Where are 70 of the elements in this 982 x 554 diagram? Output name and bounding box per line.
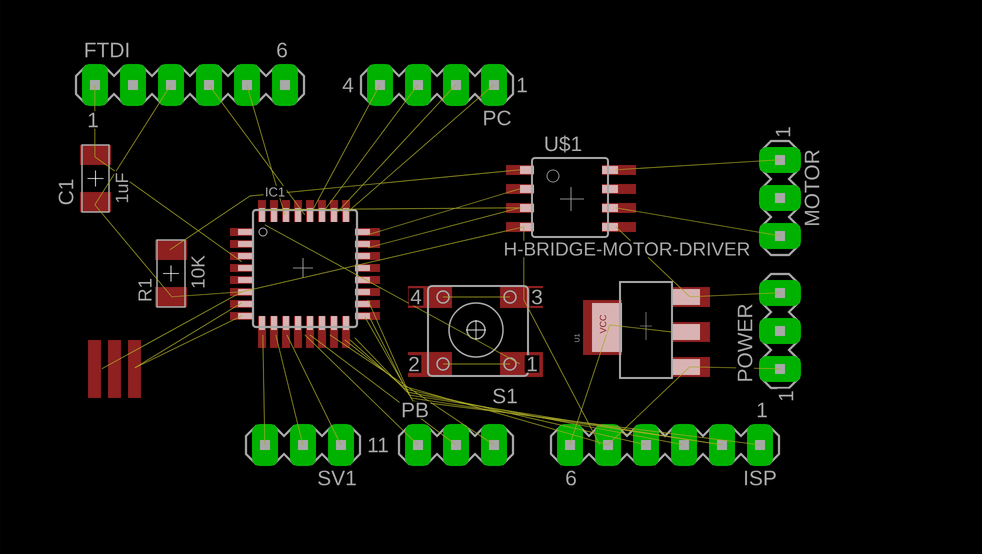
pcb-label: U$1 (542, 134, 584, 154)
airwire (615, 159, 780, 170)
pcb-label: R1 (137, 276, 154, 304)
pin-header-drawing (759, 272, 801, 390)
pcb-label: H-BRIDGE-MOTOR-DRIVER (502, 240, 752, 258)
pcb-label: 1 (754, 401, 770, 419)
pcb-label: SV1 (316, 469, 358, 487)
airwire (171, 291, 242, 298)
pin-header-drawing (74, 64, 306, 106)
airwire (275, 334, 304, 446)
airwire (367, 207, 520, 248)
pcb-label: 1 (774, 124, 792, 140)
pcb-label: 4 (408, 288, 424, 306)
airwire (246, 84, 286, 216)
airwire (208, 84, 306, 216)
airwire (367, 188, 520, 236)
airwire (134, 302, 242, 368)
airwire (101, 291, 242, 370)
pin-header-drawing (550, 424, 780, 466)
airwire (347, 84, 494, 212)
pcb-label: POWER (736, 302, 754, 384)
pcb-label: PB (400, 401, 430, 419)
pcb-label: MOTOR (803, 148, 821, 228)
airwire (304, 334, 418, 446)
airwire (329, 334, 494, 446)
pcb-label: 6 (564, 469, 578, 487)
pcb-label: 6 (274, 41, 290, 59)
pcb-label: 1 (86, 111, 100, 129)
pcb-label: 1 (524, 355, 540, 373)
pcb-label: 1 (514, 76, 530, 94)
resistor-drawing (155, 239, 187, 308)
pcb-label: FTDI (82, 41, 132, 59)
airwire (264, 224, 520, 364)
airwire (134, 315, 242, 368)
pcb-label: PC (480, 109, 514, 127)
airwire (607, 366, 690, 446)
chip-drawing (230, 200, 380, 348)
airwire (523, 299, 600, 446)
pcb-label: 11 (366, 436, 390, 454)
pcb-label: 1uF (114, 171, 130, 205)
airwire (689, 292, 780, 298)
airwire (261, 207, 520, 210)
airwire (241, 226, 524, 292)
airwire (615, 207, 780, 236)
pcb-label: 2 (406, 355, 422, 373)
airwire (169, 169, 520, 250)
pcb-label: 10K (190, 254, 206, 290)
airwire (312, 84, 380, 210)
airwire (94, 204, 172, 298)
pin-header-drawing (360, 64, 514, 106)
pcb-label: S1 (490, 387, 520, 405)
regulator-drawing (583, 281, 710, 379)
pin-header-drawing (244, 424, 362, 466)
pin-header-drawing (759, 140, 801, 256)
pin-header-drawing (398, 424, 514, 466)
pcb-label: 4 (340, 76, 356, 94)
pcb-label: C1 (57, 177, 75, 207)
pcb-label: 3 (530, 288, 544, 306)
airwire (337, 84, 456, 212)
airwire (94, 84, 172, 206)
airwire (569, 324, 610, 446)
pcb-label: ISP (742, 469, 778, 487)
airwire (94, 84, 96, 158)
pad-strips-drawing (88, 340, 141, 398)
airwire (324, 84, 418, 210)
chip-drawing (506, 157, 636, 238)
pcb-label: 1 (777, 388, 795, 404)
airwire (286, 334, 342, 446)
airwire (262, 334, 266, 446)
capacitor-drawing (80, 144, 111, 213)
